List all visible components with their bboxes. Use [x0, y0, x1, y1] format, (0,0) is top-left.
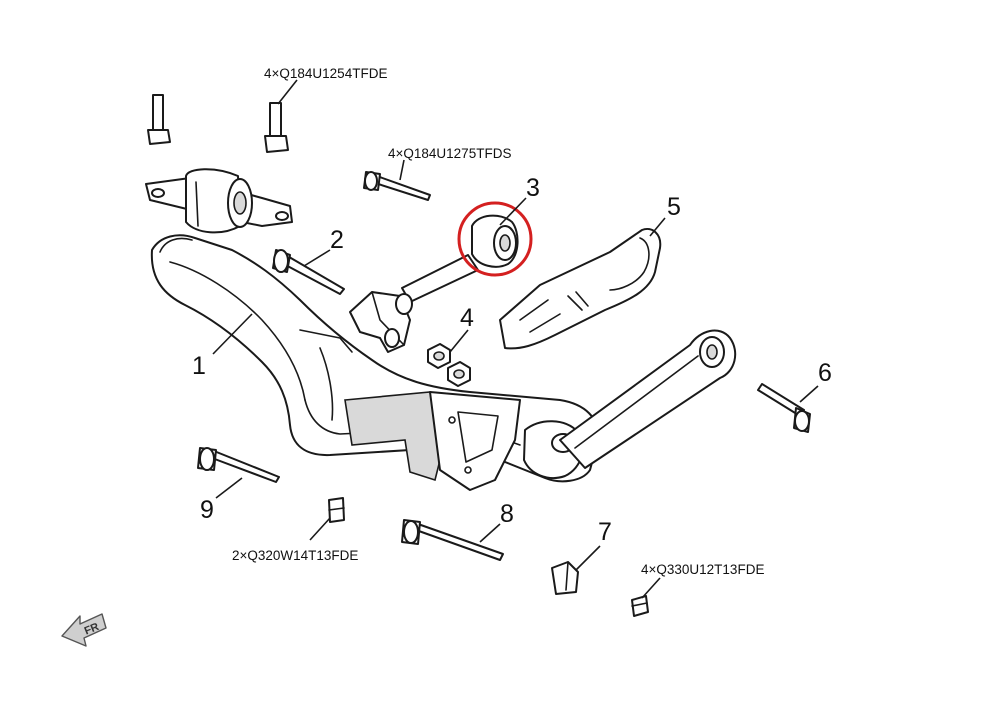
callout-1: 1 [192, 352, 206, 380]
subframe-part-1 [150, 234, 600, 491]
lower-arm [559, 329, 737, 469]
bolt-part-9 [197, 447, 280, 483]
leader-lines [212, 79, 819, 599]
front-direction-arrow: FR [61, 613, 107, 647]
code-top-bolts: 4×Q184U1254TFDE [264, 66, 387, 81]
fr-label: FR [83, 621, 101, 638]
callout-4: 4 [460, 304, 474, 332]
code-small-nut: 2×Q320W14T13FDE [232, 548, 358, 563]
callout-8: 8 [500, 500, 514, 528]
callout-2: 2 [330, 226, 344, 254]
upper-bushing-bracket [145, 168, 293, 234]
code-right-nut: 4×Q330U12T13FDE [641, 562, 764, 577]
nut-part-4-a [427, 343, 451, 369]
bolt-part-8 [401, 519, 504, 561]
highlight-circle [457, 201, 533, 277]
callout-3: 3 [526, 174, 540, 202]
bracket-part-5 [499, 228, 662, 350]
callout-7: 7 [598, 518, 612, 546]
link-arm-part-3 [349, 214, 519, 353]
bolt-part-2 [272, 249, 345, 295]
right-nut [631, 595, 649, 617]
arm-bolt [363, 171, 431, 201]
callout-5: 5 [667, 193, 681, 221]
callout-9: 9 [200, 496, 214, 524]
bolt-part-6 [757, 383, 811, 433]
top-bolt-right [264, 102, 289, 153]
clip-part-7 [551, 561, 579, 595]
callout-6: 6 [818, 359, 832, 387]
nut-part-4-b [447, 361, 471, 387]
top-bolt-left [147, 94, 171, 145]
code-arm-bolt: 4×Q184U1275TFDS [388, 146, 511, 161]
small-nut [328, 497, 345, 523]
